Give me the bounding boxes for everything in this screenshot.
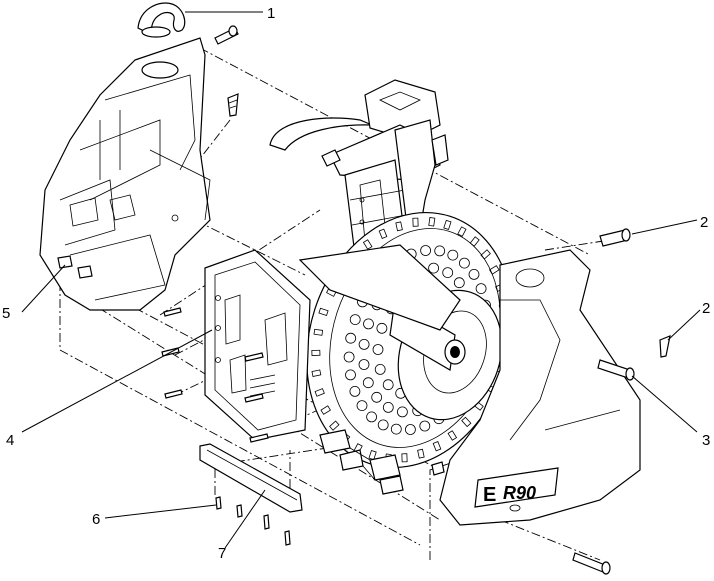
hub-hole <box>358 359 370 370</box>
tread-block <box>362 239 373 250</box>
hub-hole <box>404 424 416 435</box>
hub-hole <box>376 322 388 334</box>
callout-6: 6 <box>92 511 100 528</box>
hub-hole <box>396 406 408 418</box>
callout-1: 1 <box>267 5 275 22</box>
hub-hole <box>362 377 374 389</box>
hub-hole <box>428 262 440 274</box>
logo-e-mark: E <box>483 484 496 506</box>
callout-3: 3 <box>702 432 710 449</box>
callout-4: 4 <box>6 432 14 449</box>
hub-hole <box>358 338 370 350</box>
hub-hole <box>458 257 470 269</box>
hub-hole <box>453 277 465 289</box>
logo-model-text: R90 <box>503 483 536 503</box>
tread-block <box>329 420 340 431</box>
hub-hole <box>447 249 459 261</box>
hub-hole <box>382 379 394 391</box>
hub-hole <box>377 419 389 431</box>
hub-hole <box>345 369 356 381</box>
part-4-mounting-plate <box>204 249 311 441</box>
hub-hole <box>366 411 378 423</box>
callout-labels: 1 2 2 3 4 5 6 7 <box>2 5 710 562</box>
hub-hole <box>390 423 402 435</box>
hub-hole <box>349 385 361 397</box>
callout-2-upper: 2 <box>700 214 708 231</box>
tread-block <box>368 450 377 461</box>
hub-hole <box>382 401 394 413</box>
tread-block <box>447 430 458 441</box>
hub-hole <box>374 363 386 375</box>
tread-block <box>318 307 329 317</box>
callout-2-lower: 2 <box>702 300 710 317</box>
part-1-hook-clip <box>137 2 186 38</box>
tread-block <box>314 388 325 397</box>
tread-block <box>432 441 442 452</box>
tread-block <box>311 349 321 356</box>
tread-block <box>443 219 452 230</box>
hub-hole <box>371 391 383 403</box>
hub-hole <box>468 268 480 280</box>
tread-block <box>480 249 491 260</box>
tread-block <box>417 448 425 459</box>
tread-block <box>313 328 324 336</box>
hub-hole <box>434 245 446 257</box>
hub-hole <box>356 400 368 412</box>
callout-7: 7 <box>218 545 226 562</box>
wire-connectors <box>319 429 404 495</box>
hub-hole <box>420 245 432 256</box>
hub-hole <box>372 344 384 355</box>
tread-block <box>311 369 322 377</box>
tread-block <box>320 405 331 415</box>
callout-5: 5 <box>2 305 10 322</box>
part-7-bottom-bracket <box>199 443 303 513</box>
hub-hole <box>442 267 454 279</box>
hub-hole <box>363 318 374 330</box>
tread-block <box>395 221 403 232</box>
tread-block <box>401 453 408 463</box>
tread-block <box>489 265 500 275</box>
tread-block <box>378 228 388 239</box>
small-fasteners <box>57 255 445 546</box>
upper-screws <box>214 25 239 117</box>
tread-block <box>469 236 480 247</box>
long-screws <box>572 228 671 575</box>
tread-block <box>457 226 467 237</box>
hub-hole <box>475 283 487 295</box>
left-housing-cover <box>39 37 211 311</box>
callout-leader-lines <box>21 11 701 549</box>
tread-block <box>461 416 472 428</box>
tread-block <box>412 217 419 227</box>
hub-hole <box>343 351 355 363</box>
hub-hole <box>349 314 361 326</box>
hub-hole <box>345 332 357 344</box>
hub-hole <box>419 420 431 432</box>
right-housing-cover: E R90 <box>439 249 641 526</box>
tread-block <box>428 217 436 227</box>
